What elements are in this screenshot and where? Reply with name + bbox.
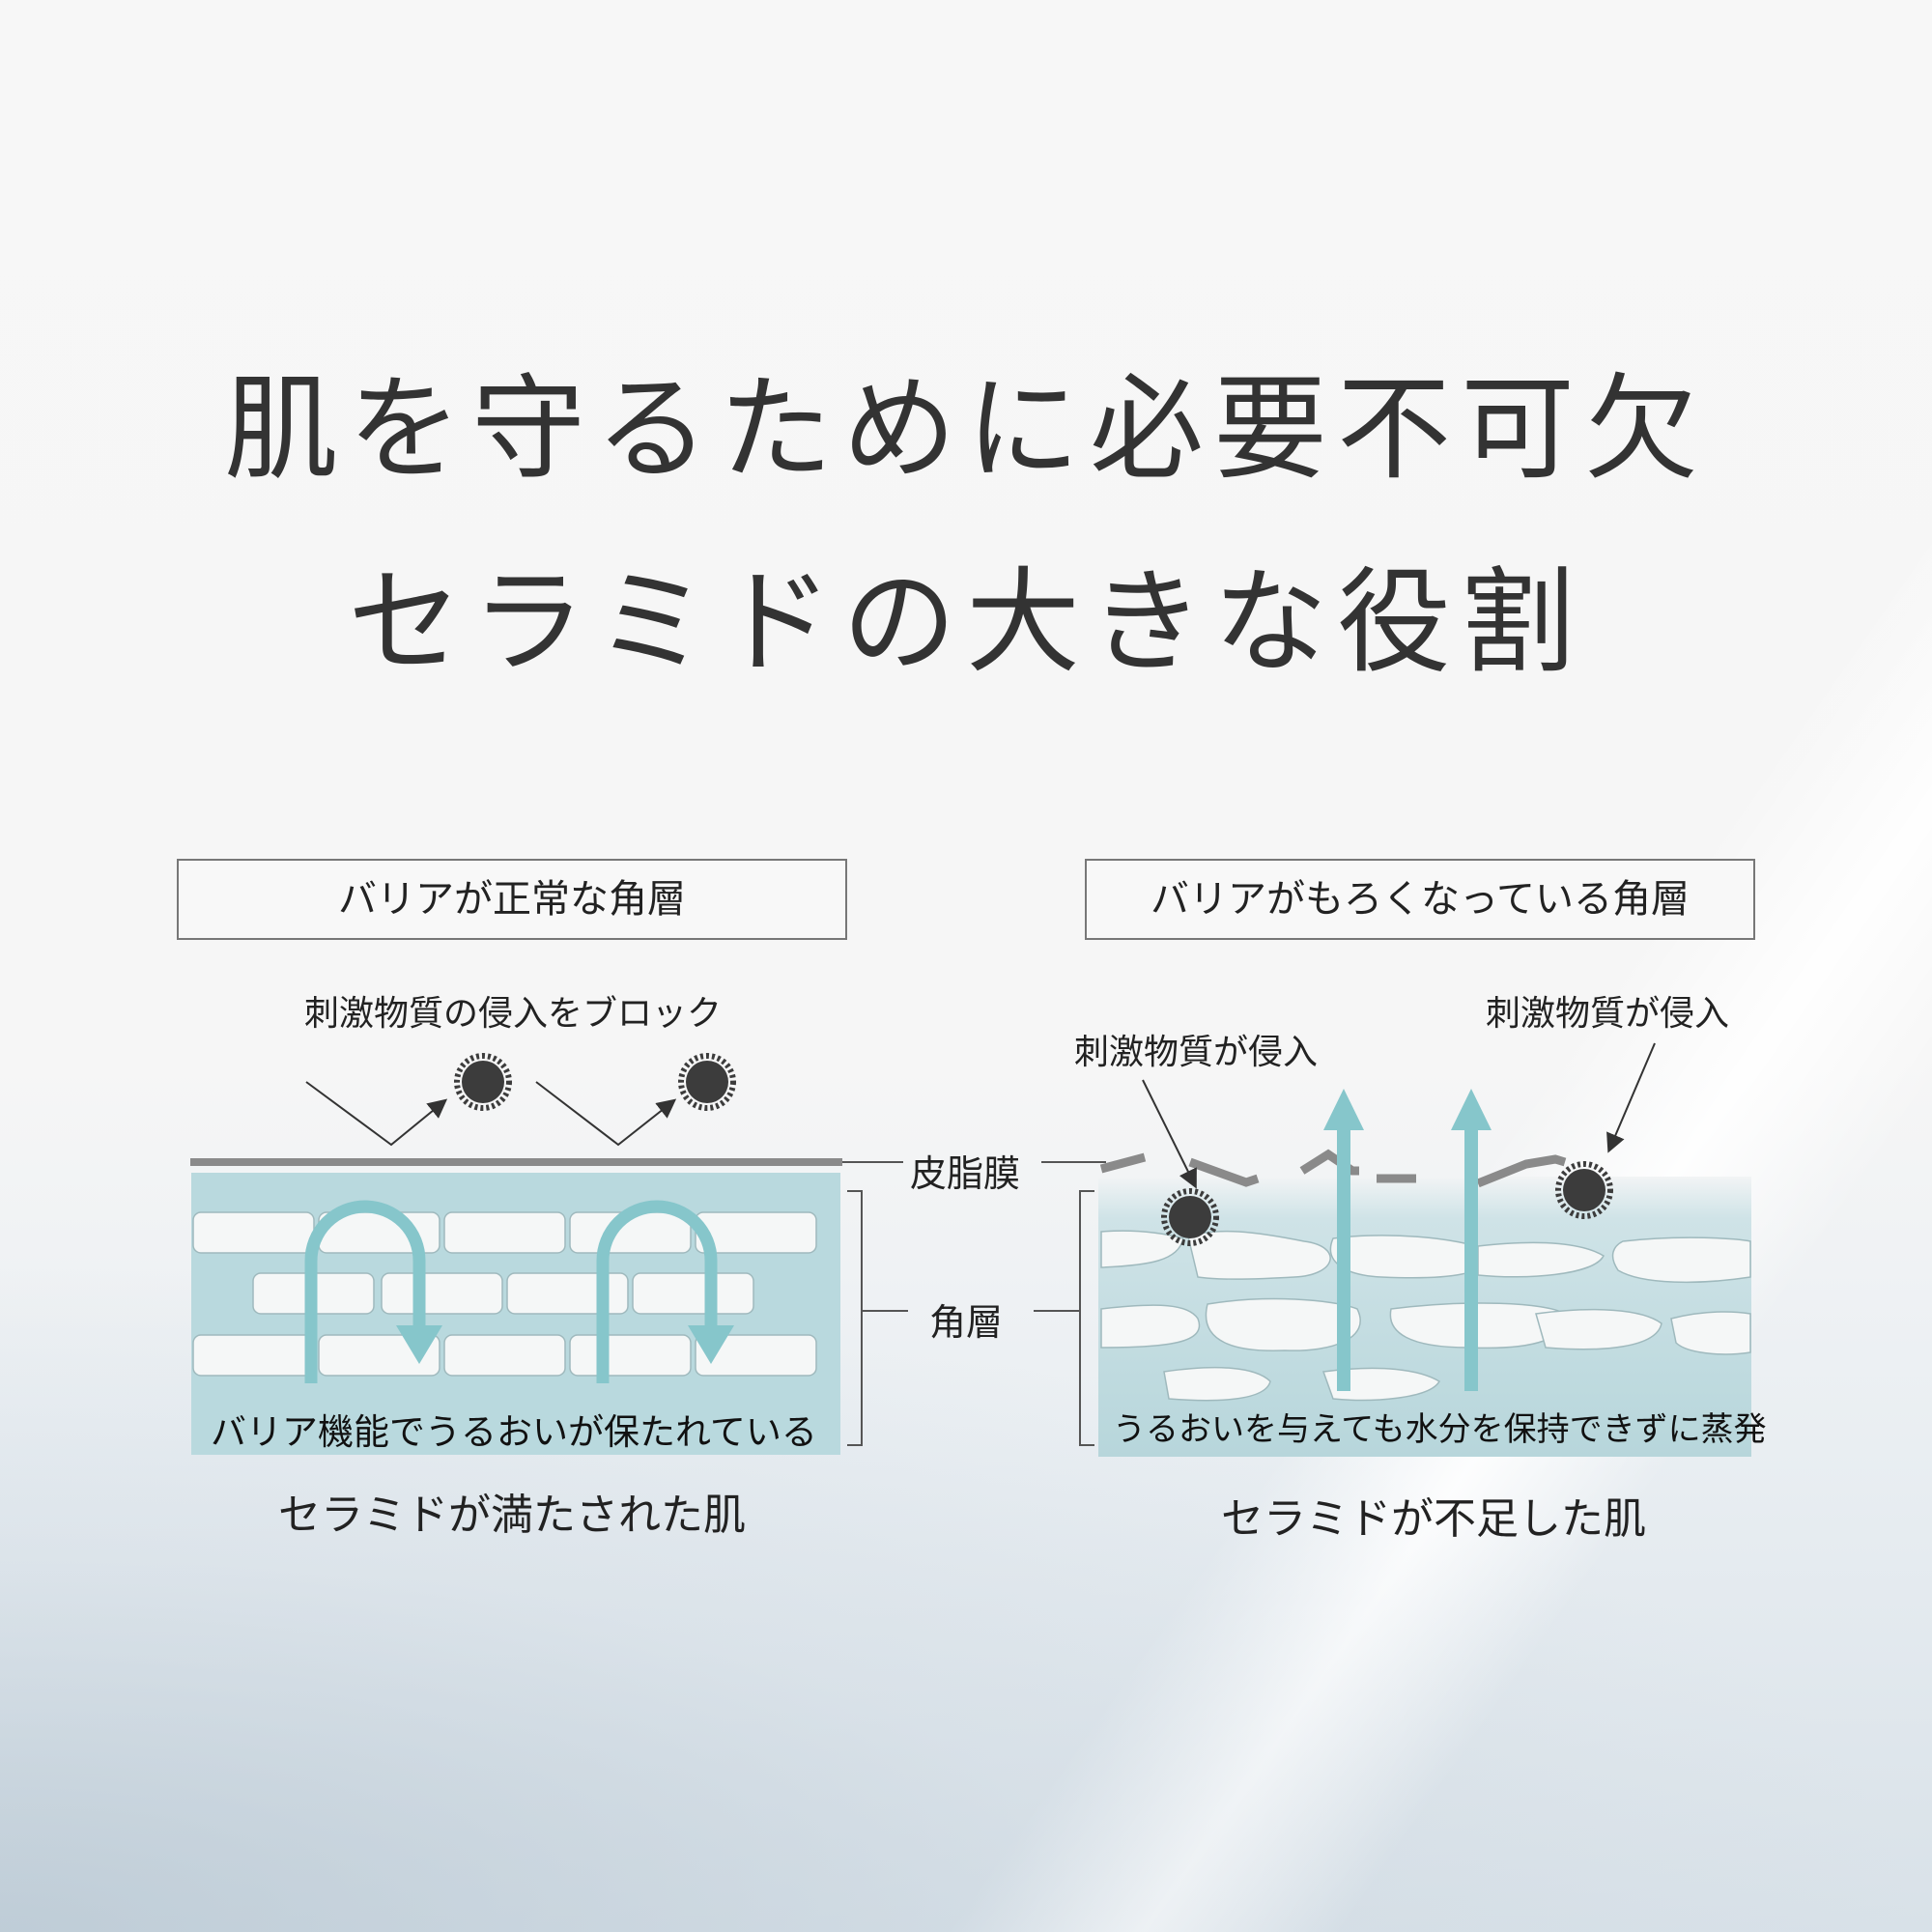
sebum-film (190, 1158, 842, 1166)
right-panel-header: バリアがもろくなっている角層 (1085, 859, 1755, 940)
evaporation-arrows (1323, 1089, 1492, 1391)
page-title-line2: セラミドの大きな役割 (347, 555, 1584, 689)
left-inner-text: バリア機能でうるおいが保たれている (211, 1411, 817, 1453)
right-caption: セラミドが不足した肌 (1221, 1494, 1646, 1544)
label-stratum-corneum: 角層 (929, 1301, 1004, 1344)
left-callout: 刺激物質の侵入をブロック (304, 994, 723, 1034)
irritant-icon (454, 1053, 736, 1111)
retained-moisture-arrows (304, 1200, 718, 1383)
deflect-arrows (305, 1081, 677, 1147)
left-panel-header: バリアが正常な角層 (177, 859, 847, 940)
brackets (842, 1161, 1106, 1446)
irritant-icon (1161, 1161, 1613, 1246)
page-title-line1: 肌を守るために必要不可欠 (223, 362, 1708, 496)
right-inner-text: うるおいを与えても水分を保持できずに蒸発 (1113, 1410, 1767, 1449)
right-callout-left: 刺激物質が侵入 (1074, 1033, 1319, 1072)
label-sebum-film: 皮脂膜 (910, 1152, 1021, 1195)
right-callout-right: 刺激物質が侵入 (1486, 994, 1730, 1034)
left-caption: セラミドが満たされた肌 (278, 1491, 746, 1540)
